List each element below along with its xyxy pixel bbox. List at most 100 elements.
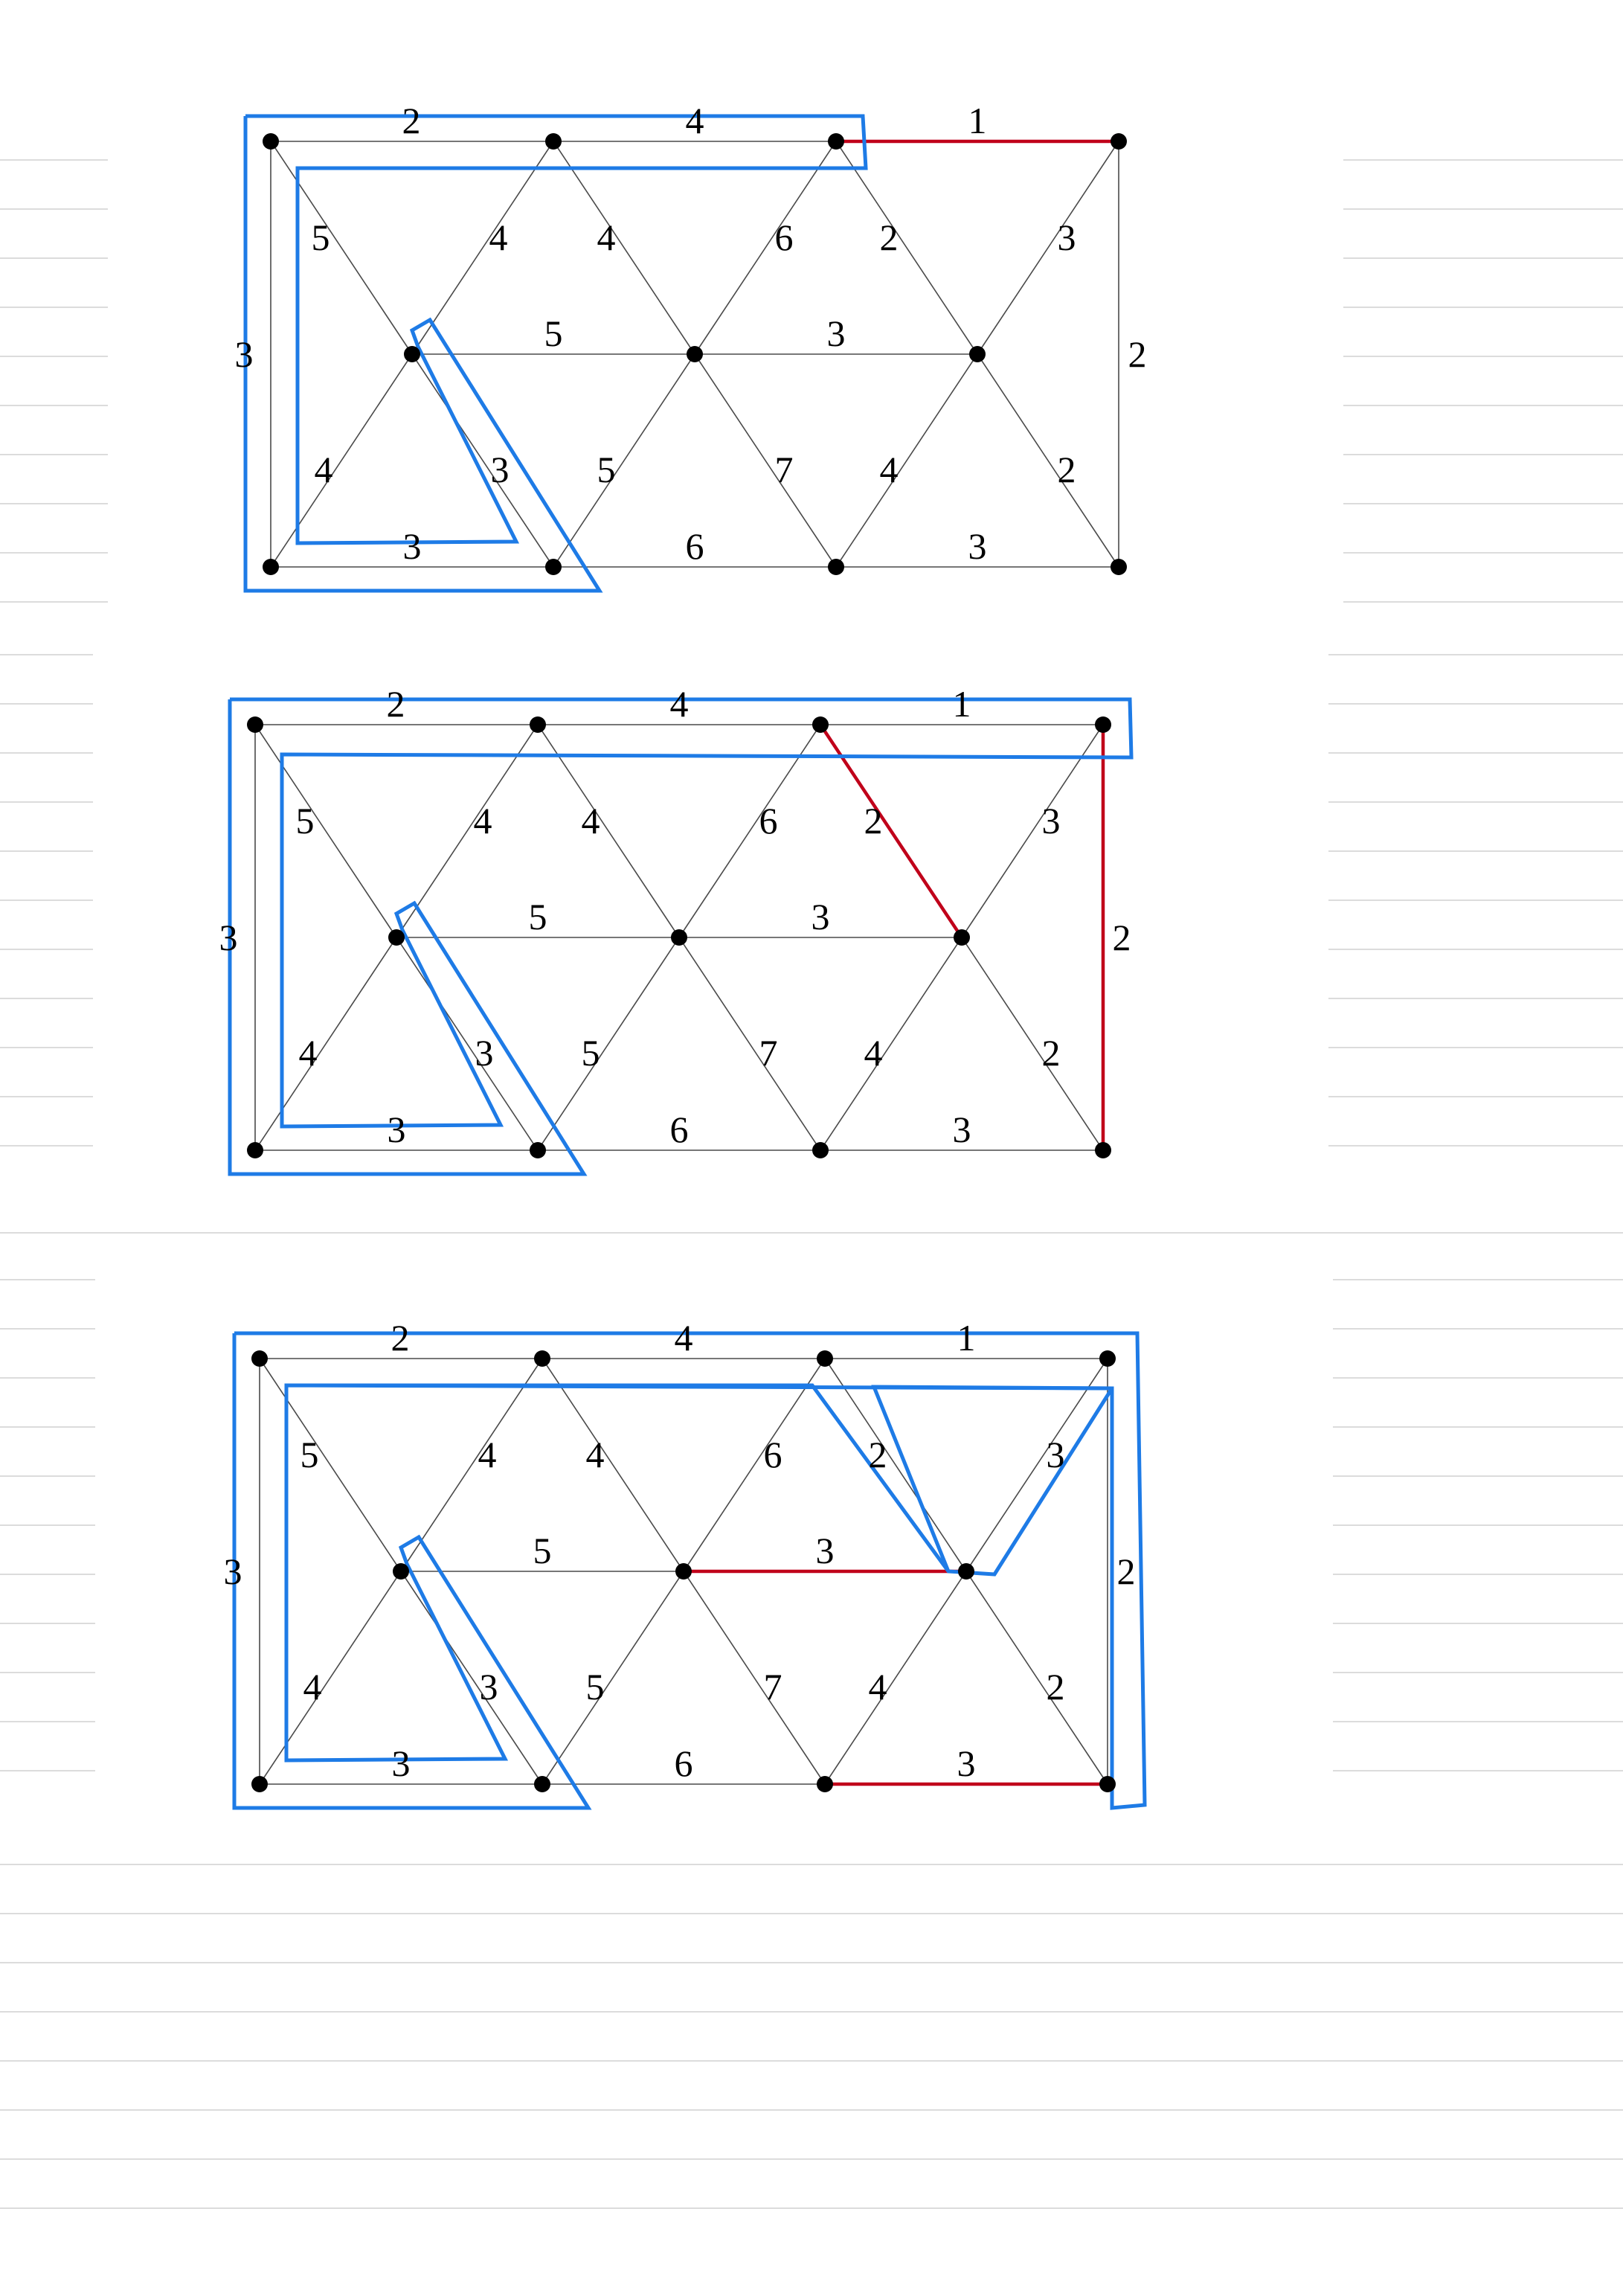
vertex-t1 [545,133,562,150]
edge-tr-m3 [965,1358,1108,1572]
vertex-br [1111,559,1127,575]
vertex-t1 [534,1350,550,1367]
edge-weight-label: 4 [675,1317,693,1359]
edge-weight-label: 2 [1042,1032,1061,1074]
edge-weight-label: 2 [1128,333,1147,375]
edge-weight-label: 3 [219,917,238,958]
vertex-b2 [812,1142,829,1158]
edge-m2-b2 [678,937,821,1151]
edge-tl-m1 [259,1358,402,1572]
edge-m2-b1 [537,937,680,1151]
vertex-tr [1099,1350,1116,1367]
vertex-m2 [687,346,703,362]
edge-t1-m1 [396,724,539,938]
edge-m3-br [965,1571,1108,1785]
vertex-m2 [675,1563,692,1580]
edge-weight-label: 3 [1047,1434,1065,1475]
edge-m3-b2 [835,353,978,568]
vertex-br [1099,1776,1116,1792]
edge-weight-label: 4 [869,1666,887,1707]
edge-weight-label: 7 [764,1666,782,1707]
edge-weight-label: 3 [475,1032,494,1074]
edge-weight-label: 3 [968,525,987,567]
edge-weight-label: 7 [775,449,794,490]
edge-weight-label: 3 [388,1109,406,1150]
edge-weight-label: 1 [957,1317,976,1359]
edge-m1-b1 [411,353,554,568]
edge-weight-label: 5 [544,312,563,354]
edge-weight-label: 3 [953,1109,971,1150]
edge-weight-label: 5 [586,1666,605,1707]
edge-m3-b2 [824,1571,967,1785]
edge-weight-label: 2 [880,217,899,258]
vertex-tr [1111,133,1127,150]
edge-m1-bl [254,937,397,1151]
edge-m3-b2 [820,937,962,1151]
edge-weight-label: 5 [529,896,547,937]
edge-weight-label: 6 [759,800,778,841]
ruled-lines [0,159,1623,2209]
edge-weight-label: 1 [953,683,971,725]
vertex-t2 [817,1350,833,1367]
edge-weight-label: 3 [235,333,254,375]
vertex-t2 [828,133,844,150]
edge-weight-label: 1 [968,100,987,141]
selection-outline-3 [286,1383,1114,1577]
edge-weight-label: 5 [582,1032,600,1074]
vertex-tl [247,716,263,733]
edge-weight-label: 3 [224,1551,242,1592]
selection-outline-1 [230,697,1134,1129]
edge-weight-label: 7 [759,1032,778,1074]
edge-weight-label: 3 [480,1666,498,1707]
highlighted-edge-t2-m3 [818,722,964,940]
vertex-m1 [393,1563,409,1580]
edge-weight-label: 4 [864,1032,883,1074]
edge-weight-label: 5 [533,1530,552,1571]
edge-m3-br [977,353,1119,568]
edge-weight-label: 3 [491,449,510,490]
edge-weight-label: 4 [299,1032,318,1074]
edge-weight-label: 2 [1058,449,1076,490]
edge-weight-label: 3 [957,1742,976,1784]
edge-weight-label: 3 [403,525,422,567]
vertex-b1 [534,1776,550,1792]
vertex-m3 [954,929,970,946]
vertex-m1 [404,346,420,362]
edge-weight-label: 6 [775,217,794,258]
edge-weight-label: 2 [869,1434,887,1475]
vertex-b1 [530,1142,546,1158]
edge-weight-label: 3 [1042,800,1061,841]
vertex-bl [263,559,279,575]
vertex-tl [251,1350,268,1367]
vertex-bl [247,1142,263,1158]
edge-weight-label: 4 [489,217,508,258]
edge-weight-label: 2 [1047,1666,1065,1707]
edge-weight-label: 5 [597,449,616,490]
edge-m2-b2 [683,1571,826,1785]
edge-t2-m3 [835,141,978,355]
edge-t1-m2 [537,724,680,938]
selection-outline-2 [243,116,603,593]
edge-weight-label: 2 [387,683,405,725]
selection-outline-1 [245,114,868,545]
edge-weight-label: 4 [597,217,616,258]
vertex-b2 [828,559,844,575]
edge-weight-label: 4 [880,449,899,490]
vertex-m3 [969,346,986,362]
edge-m1-b1 [396,937,539,1151]
selection-outline-4 [871,1385,1113,1572]
edge-t2-m3 [824,1358,967,1572]
edge-weight-label: 3 [812,896,830,937]
vertex-tl [263,133,279,150]
edge-weight-label: 4 [315,449,333,490]
edge-weight-label: 4 [478,1434,497,1475]
edge-weight-label: 2 [402,100,421,141]
edge-weight-label: 2 [864,800,883,841]
edge-tl-m1 [254,724,397,938]
vertex-m1 [388,929,405,946]
vertex-b1 [545,559,562,575]
vertex-b2 [817,1776,833,1792]
